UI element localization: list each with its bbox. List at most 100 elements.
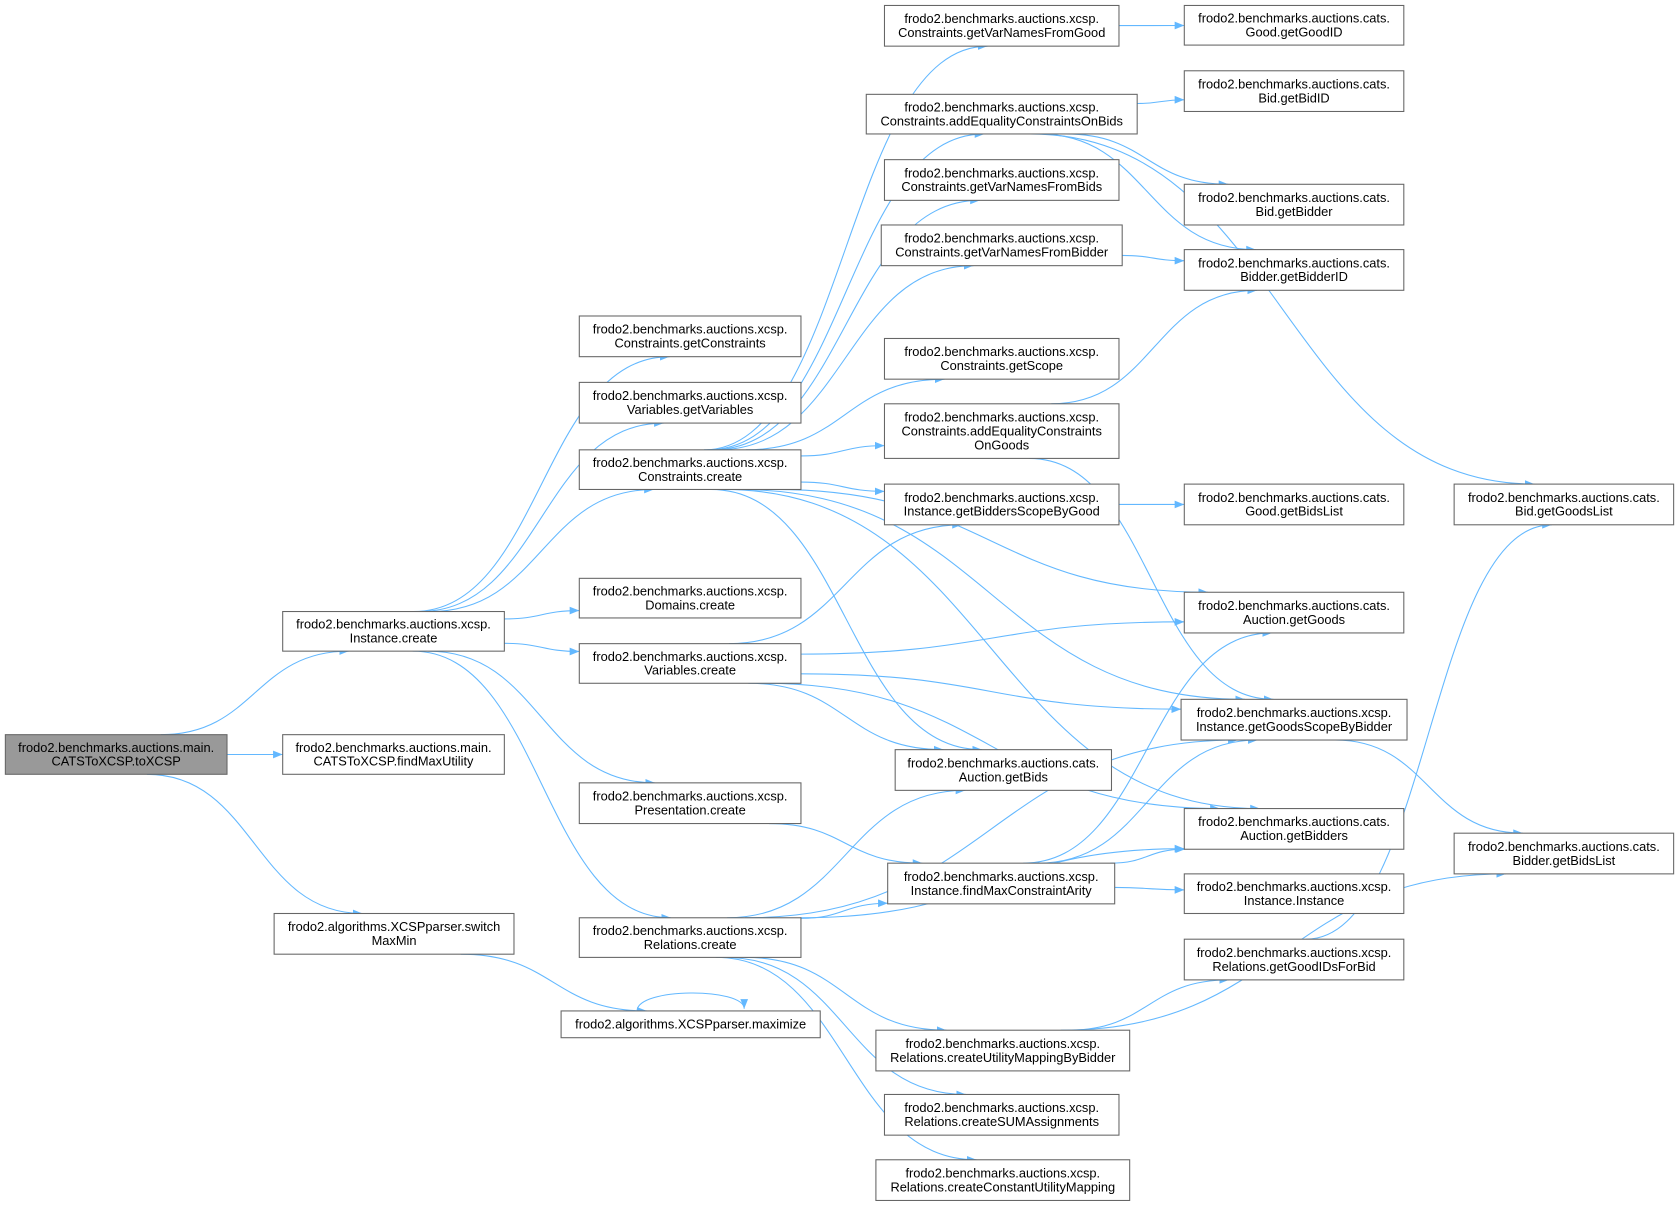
node-box [883, 403, 1120, 459]
node-label: frodo2.benchmarks.auctions.xcsp. [904, 409, 1099, 424]
node-label: frodo2.benchmarks.auctions.xcsp. [296, 617, 491, 632]
node-label: frodo2.benchmarks.auctions.xcsp. [593, 789, 788, 804]
edge-find-max-constraint-arity-to-auction-get-goods [1023, 629, 1273, 864]
node-label: frodo2.algorithms.XCSPparser.maximize [575, 1017, 806, 1032]
node-presentation-create[interactable]: frodo2.benchmarks.auctions.xcsp.Presenta… [578, 782, 802, 825]
node-instance-create[interactable]: frodo2.benchmarks.auctions.xcsp.Instance… [282, 610, 505, 652]
node-create-constant-utility-mapping[interactable]: frodo2.benchmarks.auctions.xcsp.Relation… [875, 1159, 1131, 1202]
node-label: Constraints.getVarNamesFromBidder [895, 245, 1109, 260]
node-auction-get-goods[interactable]: frodo2.benchmarks.auctions.cats.Auction.… [1183, 591, 1405, 634]
node-constraints-create[interactable]: frodo2.benchmarks.auctions.xcsp.Constrai… [578, 449, 802, 490]
node-get-var-names-from-bids[interactable]: frodo2.benchmarks.auctions.xcsp.Constrai… [883, 159, 1120, 201]
node-label: frodo2.benchmarks.auctions.xcsp. [1197, 945, 1392, 960]
node-get-scope[interactable]: frodo2.benchmarks.auctions.xcsp.Constrai… [883, 337, 1120, 380]
node-auction-get-bidders[interactable]: frodo2.benchmarks.auctions.cats.Auction.… [1183, 808, 1405, 850]
edge-add-eq-on-bids-to-bid-get-bidder [1065, 133, 1229, 189]
node-label: frodo2.benchmarks.auctions.xcsp. [1197, 879, 1392, 894]
node-label: Constraints.getScope [940, 358, 1063, 373]
edge-constraints-create-to-get-bidders-scope-by-good [800, 481, 885, 496]
node-label: frodo2.benchmarks.auctions.xcsp. [593, 649, 788, 664]
edge-constraints-create-to-auction-get-bids [710, 488, 983, 754]
node-maximize[interactable]: frodo2.algorithms.XCSPparser.maximize [560, 1010, 821, 1039]
edge-maximize-to-maximize [636, 992, 749, 1012]
edge-variables-create-to-get-bidders-scope-by-good [728, 520, 962, 645]
node-label: frodo2.benchmarks.auctions.xcsp. [904, 165, 1099, 180]
node-label: frodo2.benchmarks.auctions.main. [295, 740, 491, 755]
node-box [1183, 483, 1405, 526]
node-box [894, 749, 1113, 791]
node-create-utility-mapping-by-bidder[interactable]: frodo2.benchmarks.auctions.xcsp.Relation… [875, 1029, 1131, 1072]
node-label: frodo2.benchmarks.auctions.xcsp. [593, 388, 788, 403]
node-switch-max-min[interactable]: frodo2.algorithms.XCSPparser.switchMaxMi… [273, 912, 515, 955]
node-to-x-c-s-p[interactable]: frodo2.benchmarks.auctions.main.CATSToXC… [4, 734, 228, 775]
node-bid-get-bidder[interactable]: frodo2.benchmarks.auctions.cats.Bid.getB… [1183, 183, 1405, 226]
node-get-goods-scope-by-bidder[interactable]: frodo2.benchmarks.auctions.xcsp.Instance… [1180, 698, 1408, 741]
edge-find-max-constraint-arity-to-get-goods-scope-by-bidder [1037, 736, 1258, 864]
node-bidder-get-bids-list[interactable]: frodo2.benchmarks.auctions.cats.Bidder.g… [1453, 832, 1675, 875]
node-box [1183, 183, 1405, 226]
edge-find-max-constraint-arity-to-instance-instance [1114, 886, 1185, 894]
nodes: frodo2.benchmarks.auctions.main.CATSToXC… [4, 4, 1675, 1202]
edge-add-eq-on-goods-to-get-goods-scope-by-bidder [1029, 457, 1274, 704]
node-label: Instance.findMaxConstraintArity [911, 883, 1093, 898]
node-box [865, 93, 1138, 135]
node-label: frodo2.benchmarks.auctions.cats. [1198, 190, 1390, 205]
edge-constraints-create-to-add-eq-on-bids [707, 130, 985, 451]
node-box [578, 577, 802, 619]
node-find-max-constraint-arity[interactable]: frodo2.benchmarks.auctions.xcsp.Instance… [887, 862, 1116, 905]
node-instance-instance[interactable]: frodo2.benchmarks.auctions.xcsp.Instance… [1183, 873, 1405, 915]
edge-add-eq-on-bids-to-bid-get-bid-i-d [1137, 95, 1185, 105]
node-get-var-names-from-good[interactable]: frodo2.benchmarks.auctions.xcsp.Constrai… [883, 4, 1120, 47]
node-add-eq-on-goods[interactable]: frodo2.benchmarks.auctions.xcsp.Constrai… [883, 403, 1120, 459]
edge-get-var-names-from-bidder-to-bidder-get-bidder-i-d [1122, 254, 1185, 265]
node-get-bidders-scope-by-good[interactable]: frodo2.benchmarks.auctions.xcsp.Instance… [883, 483, 1120, 526]
node-box [887, 862, 1116, 905]
node-box [578, 381, 802, 424]
node-create-s-u-m-assignments[interactable]: frodo2.benchmarks.auctions.xcsp.Relation… [883, 1093, 1120, 1136]
node-box [1183, 938, 1405, 981]
node-label: frodo2.benchmarks.auctions.cats. [1198, 76, 1390, 91]
node-box [880, 224, 1123, 267]
edge-instance-create-to-domains-create [504, 606, 580, 620]
edge-variables-create-to-auction-get-goods [800, 617, 1185, 655]
node-label: frodo2.benchmarks.auctions.cats. [1198, 598, 1390, 613]
node-good-get-good-i-d[interactable]: frodo2.benchmarks.auctions.cats.Good.get… [1183, 4, 1405, 46]
edge-to-x-c-s-p-to-instance-create [160, 647, 349, 736]
node-bid-get-bid-i-d[interactable]: frodo2.benchmarks.auctions.cats.Bid.getB… [1183, 70, 1405, 113]
node-box [1183, 70, 1405, 113]
node-label: frodo2.benchmarks.auctions.xcsp. [904, 344, 1099, 359]
node-get-good-i-ds-for-bid[interactable]: frodo2.benchmarks.auctions.xcsp.Relation… [1183, 938, 1405, 981]
node-box [1183, 591, 1405, 634]
node-label: Constraints.getVarNamesFromGood [898, 25, 1105, 40]
edge-constraints-create-to-get-var-names-from-bidder [717, 261, 974, 451]
node-box [883, 159, 1120, 201]
node-get-variables[interactable]: frodo2.benchmarks.auctions.xcsp.Variable… [578, 381, 802, 424]
node-label: Bid.getBidID [1258, 90, 1329, 105]
node-bidder-get-bidder-i-d[interactable]: frodo2.benchmarks.auctions.cats.Bidder.g… [1183, 249, 1405, 291]
edge-add-eq-on-goods-to-bidder-get-bidder-i-d [1051, 286, 1258, 405]
node-find-max-utility[interactable]: frodo2.benchmarks.auctions.main.CATSToXC… [282, 734, 505, 775]
node-add-eq-on-bids[interactable]: frodo2.benchmarks.auctions.xcsp.Constrai… [865, 93, 1138, 135]
node-box [560, 1010, 821, 1039]
node-box [1453, 832, 1675, 875]
node-get-var-names-from-bidder[interactable]: frodo2.benchmarks.auctions.xcsp.Constrai… [880, 224, 1123, 267]
node-good-get-bids-list[interactable]: frodo2.benchmarks.auctions.cats.Good.get… [1183, 483, 1405, 526]
node-label: frodo2.benchmarks.auctions.cats. [907, 755, 1099, 770]
node-auction-get-bids[interactable]: frodo2.benchmarks.auctions.cats.Auction.… [894, 749, 1113, 791]
node-variables-create[interactable]: frodo2.benchmarks.auctions.xcsp.Variable… [578, 643, 802, 684]
node-label: MaxMin [372, 933, 417, 948]
node-label: frodo2.benchmarks.auctions.xcsp. [904, 99, 1099, 114]
node-bid-get-goods-list[interactable]: frodo2.benchmarks.auctions.cats.Bid.getG… [1453, 483, 1675, 526]
node-label: Instance.create [350, 631, 438, 646]
node-box [1453, 483, 1675, 526]
node-domains-create[interactable]: frodo2.benchmarks.auctions.xcsp.Domains.… [578, 577, 802, 619]
node-relations-create[interactable]: frodo2.benchmarks.auctions.xcsp.Relation… [578, 917, 802, 958]
edge-variables-create-to-auction-get-bids [748, 682, 944, 754]
node-box [4, 734, 228, 775]
node-get-constraints[interactable]: frodo2.benchmarks.auctions.xcsp.Constrai… [578, 315, 802, 358]
edge-constraints-create-to-get-goods-scope-by-bidder [737, 488, 1245, 704]
node-label: Relations.create [644, 937, 737, 952]
node-box [282, 734, 505, 775]
node-box [883, 337, 1120, 380]
node-label: frodo2.benchmarks.auctions.xcsp. [905, 1165, 1100, 1180]
